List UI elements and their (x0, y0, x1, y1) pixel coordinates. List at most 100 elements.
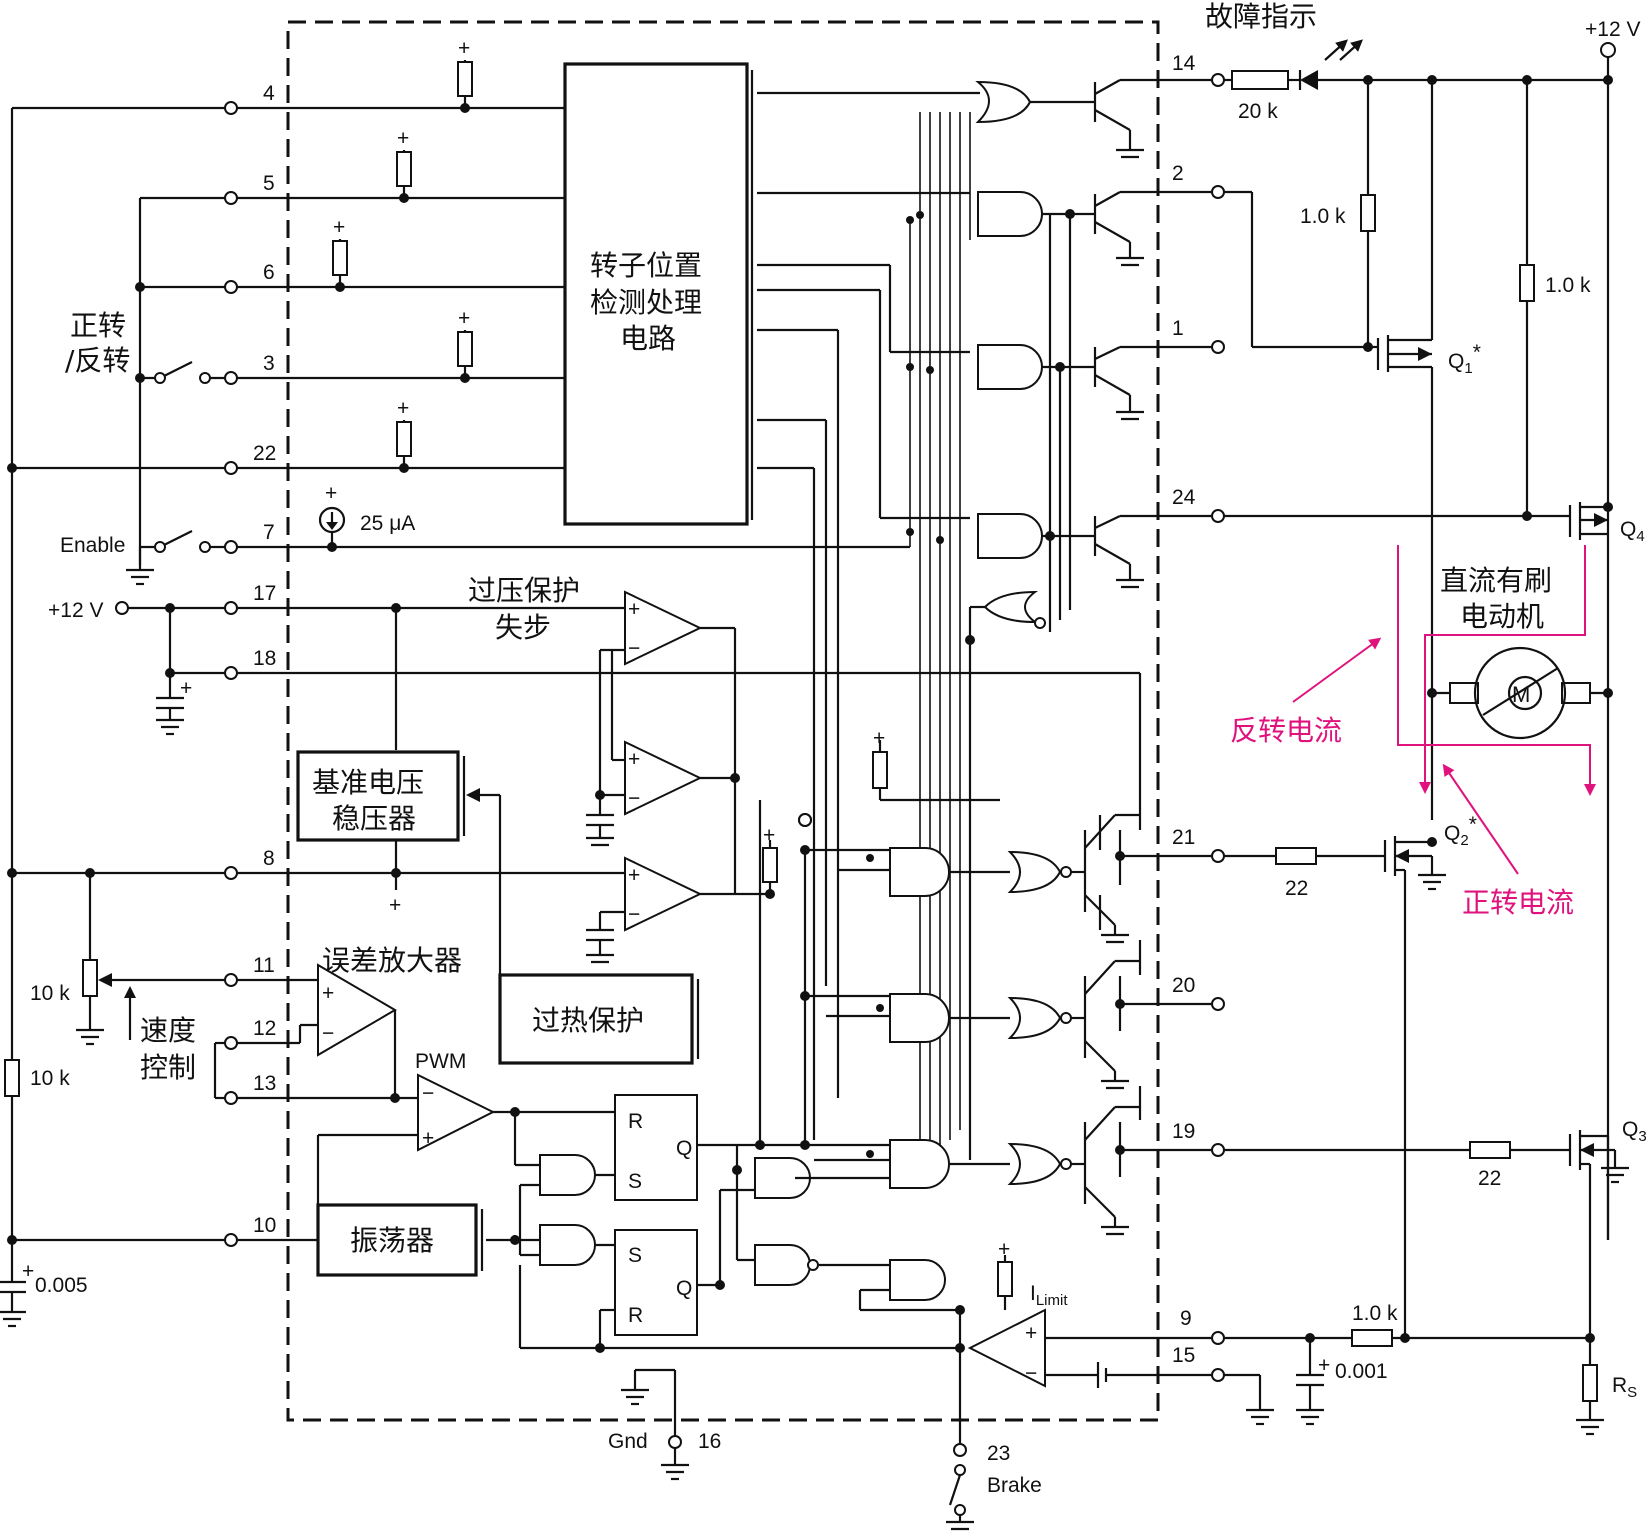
brake-label: Brake (987, 1474, 1042, 1497)
pin-16: 16 (698, 1430, 721, 1453)
pin-1: 1 (1172, 317, 1184, 340)
left-wiring (0, 106, 225, 1328)
speed-line2: 控制 (140, 1051, 196, 1084)
c-osc-label: 0.005 (35, 1274, 88, 1297)
ic-boundary (286, 20, 1160, 1422)
pin-24: 24 (1172, 486, 1196, 509)
pin-17: 17 (253, 582, 276, 605)
q1-label: Q1* (1448, 341, 1481, 377)
motor-line1: 直流有刷 (1440, 564, 1552, 597)
and-gate-2 (977, 344, 1043, 390)
c-filter-plus: + (1318, 1354, 1330, 1377)
output-transistors-top (1093, 78, 1212, 589)
pu-lower-plus: + (873, 727, 885, 750)
ff1-s: S (628, 1170, 642, 1193)
il-minus: − (1025, 1362, 1037, 1385)
q2-label: Q2* (1444, 813, 1477, 849)
pin-15: 15 (1172, 1344, 1195, 1367)
pin-6: 6 (263, 261, 275, 284)
ff1-q: Q (676, 1137, 692, 1160)
pin-21: 21 (1172, 826, 1195, 849)
pin-13: 13 (253, 1072, 276, 1095)
reference-line1: 基准电压 (312, 766, 424, 799)
pin-8: 8 (263, 847, 275, 870)
brake-pin (946, 1443, 974, 1531)
ilimit-comparator (967, 1308, 1046, 1388)
amplifiers (316, 963, 615, 1210)
c2-minus: − (628, 787, 640, 810)
ref-plus: + (389, 894, 401, 917)
il-plus: + (1025, 1322, 1037, 1345)
comparator-3 (624, 856, 703, 932)
ilimit-label: ILimit (1030, 1282, 1068, 1309)
pin-23: 23 (987, 1442, 1010, 1465)
pu-comp-plus: + (763, 824, 775, 847)
current-paths (1292, 545, 1596, 875)
pin-20: 20 (1172, 974, 1195, 997)
pin-18: 18 (253, 647, 276, 670)
r-left-label: 10 k (30, 1067, 70, 1090)
forward-reverse-line2: /反转 (65, 344, 130, 377)
nor-gate (983, 590, 1038, 624)
motor-symbol: M (1512, 682, 1530, 707)
pin-19: 19 (1172, 1120, 1195, 1143)
pin-12: 12 (253, 1017, 276, 1040)
comparators (586, 590, 778, 964)
c18-plus: + (180, 677, 192, 700)
cs-plus: + (325, 482, 337, 505)
upper-gates (965, 80, 1095, 1160)
pu22-plus: + (397, 397, 409, 420)
pin-9: 9 (1180, 1307, 1192, 1330)
ff2-r: R (628, 1304, 643, 1327)
c1-minus: − (628, 637, 640, 660)
c3-minus: − (628, 903, 640, 926)
rotor-position-block (563, 62, 749, 526)
flipflop-bottom (614, 1229, 698, 1336)
r-filter-label: 1.0 k (1352, 1302, 1398, 1325)
pu3-plus: + (458, 307, 470, 330)
pin-10: 10 (253, 1214, 276, 1237)
reference-line2: 稳压器 (332, 802, 416, 835)
lower-drivers (1007, 673, 1212, 1236)
pin-11: 11 (253, 954, 275, 977)
pu6-plus: + (333, 216, 345, 239)
fault-indicator-label: 故障指示 (1205, 0, 1317, 33)
current-limit (955, 1255, 1212, 1445)
rotor-block-line2: 检测处理 (590, 286, 702, 319)
overvoltage-line1: 过压保护 (468, 574, 580, 607)
comparator-2 (624, 740, 703, 816)
rotor-block-line3: 电路 (620, 322, 676, 355)
c3-plus: + (628, 864, 640, 887)
pin-5: 5 (263, 172, 275, 195)
text-labels: 故障指示 +12 V 20 k 1.0 k 1.0 k 转子位置 检测处理 电路… (22, 0, 1647, 1497)
error-amplifier (317, 963, 397, 1057)
rotor-block-line1: 转子位置 (590, 249, 702, 282)
forward-current-label: 正转电流 (1462, 886, 1574, 919)
error-amp-label: 误差放大器 (322, 944, 462, 977)
reference-regulator-block (296, 750, 460, 842)
r-led-label: 20 k (1238, 100, 1278, 123)
pin-2: 2 (1172, 162, 1184, 185)
pu4-plus: + (458, 37, 470, 60)
comparator-1 (624, 590, 703, 666)
current-source-label: 25 μA (360, 512, 415, 535)
pu-il-plus: + (998, 1238, 1010, 1261)
pot-label: 10 k (30, 982, 70, 1005)
ff2-s: S (628, 1244, 642, 1267)
bus-lines (906, 112, 971, 1170)
c2-plus: + (628, 748, 640, 771)
pwm-plus: + (422, 1127, 434, 1150)
r-q4-label: 1.0 k (1545, 274, 1591, 297)
right-pins (1211, 73, 1225, 1382)
overvoltage-line2: 失步 (495, 611, 551, 644)
enable-label: Enable (60, 534, 125, 557)
ff2-q: Q (676, 1277, 692, 1300)
pin-3: 3 (263, 352, 275, 375)
gnd-pin (621, 1368, 689, 1481)
supply-left-label: +12 V (48, 599, 103, 622)
pin-22: 22 (253, 442, 276, 465)
rs-label: RS (1612, 1374, 1637, 1401)
overheat-label: 过热保护 (532, 1004, 644, 1037)
q4-label: Q4 (1620, 518, 1645, 545)
